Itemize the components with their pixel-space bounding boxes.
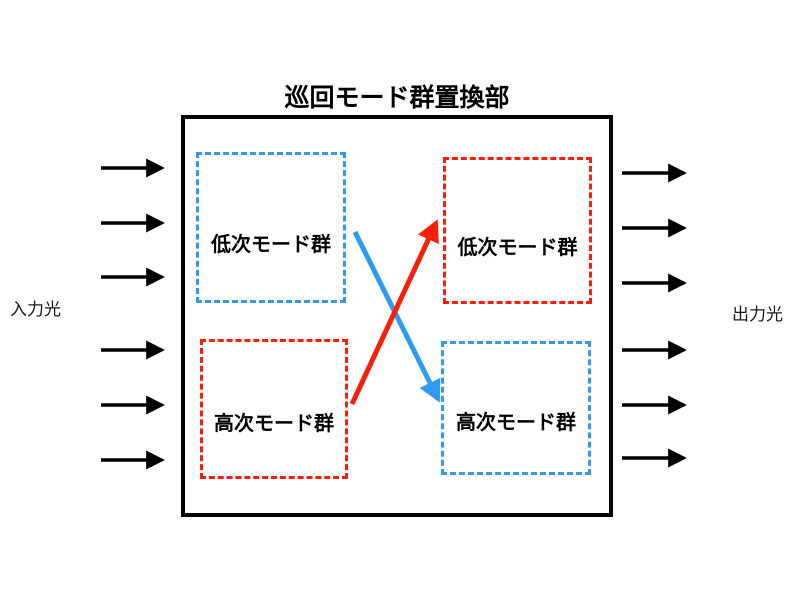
- mode-group-box-top-left: 低次モード群: [196, 152, 346, 303]
- mode-group-box-bottom-left: 高次モード群: [200, 339, 348, 479]
- mode-group-label-low-order-input: 低次モード群: [211, 232, 331, 256]
- diagram-title: 巡回モード群置換部: [284, 83, 510, 112]
- cyclic-mode-group-permutation-block: [181, 115, 613, 517]
- output-arrows: [622, 163, 687, 468]
- input-light-label: 入力光: [10, 300, 61, 320]
- mode-group-box-top-right: 低次モード群: [443, 157, 592, 304]
- mode-group-box-bottom-right: 高次モード群: [441, 341, 591, 475]
- mode-group-label-high-order-output: 高次モード群: [456, 409, 576, 434]
- output-light-label: 出力光: [732, 305, 783, 325]
- input-arrows: [101, 158, 165, 470]
- mode-group-label-high-order-input: 高次モード群: [214, 410, 334, 435]
- mode-group-label-low-order-output: 低次モード群: [457, 235, 578, 259]
